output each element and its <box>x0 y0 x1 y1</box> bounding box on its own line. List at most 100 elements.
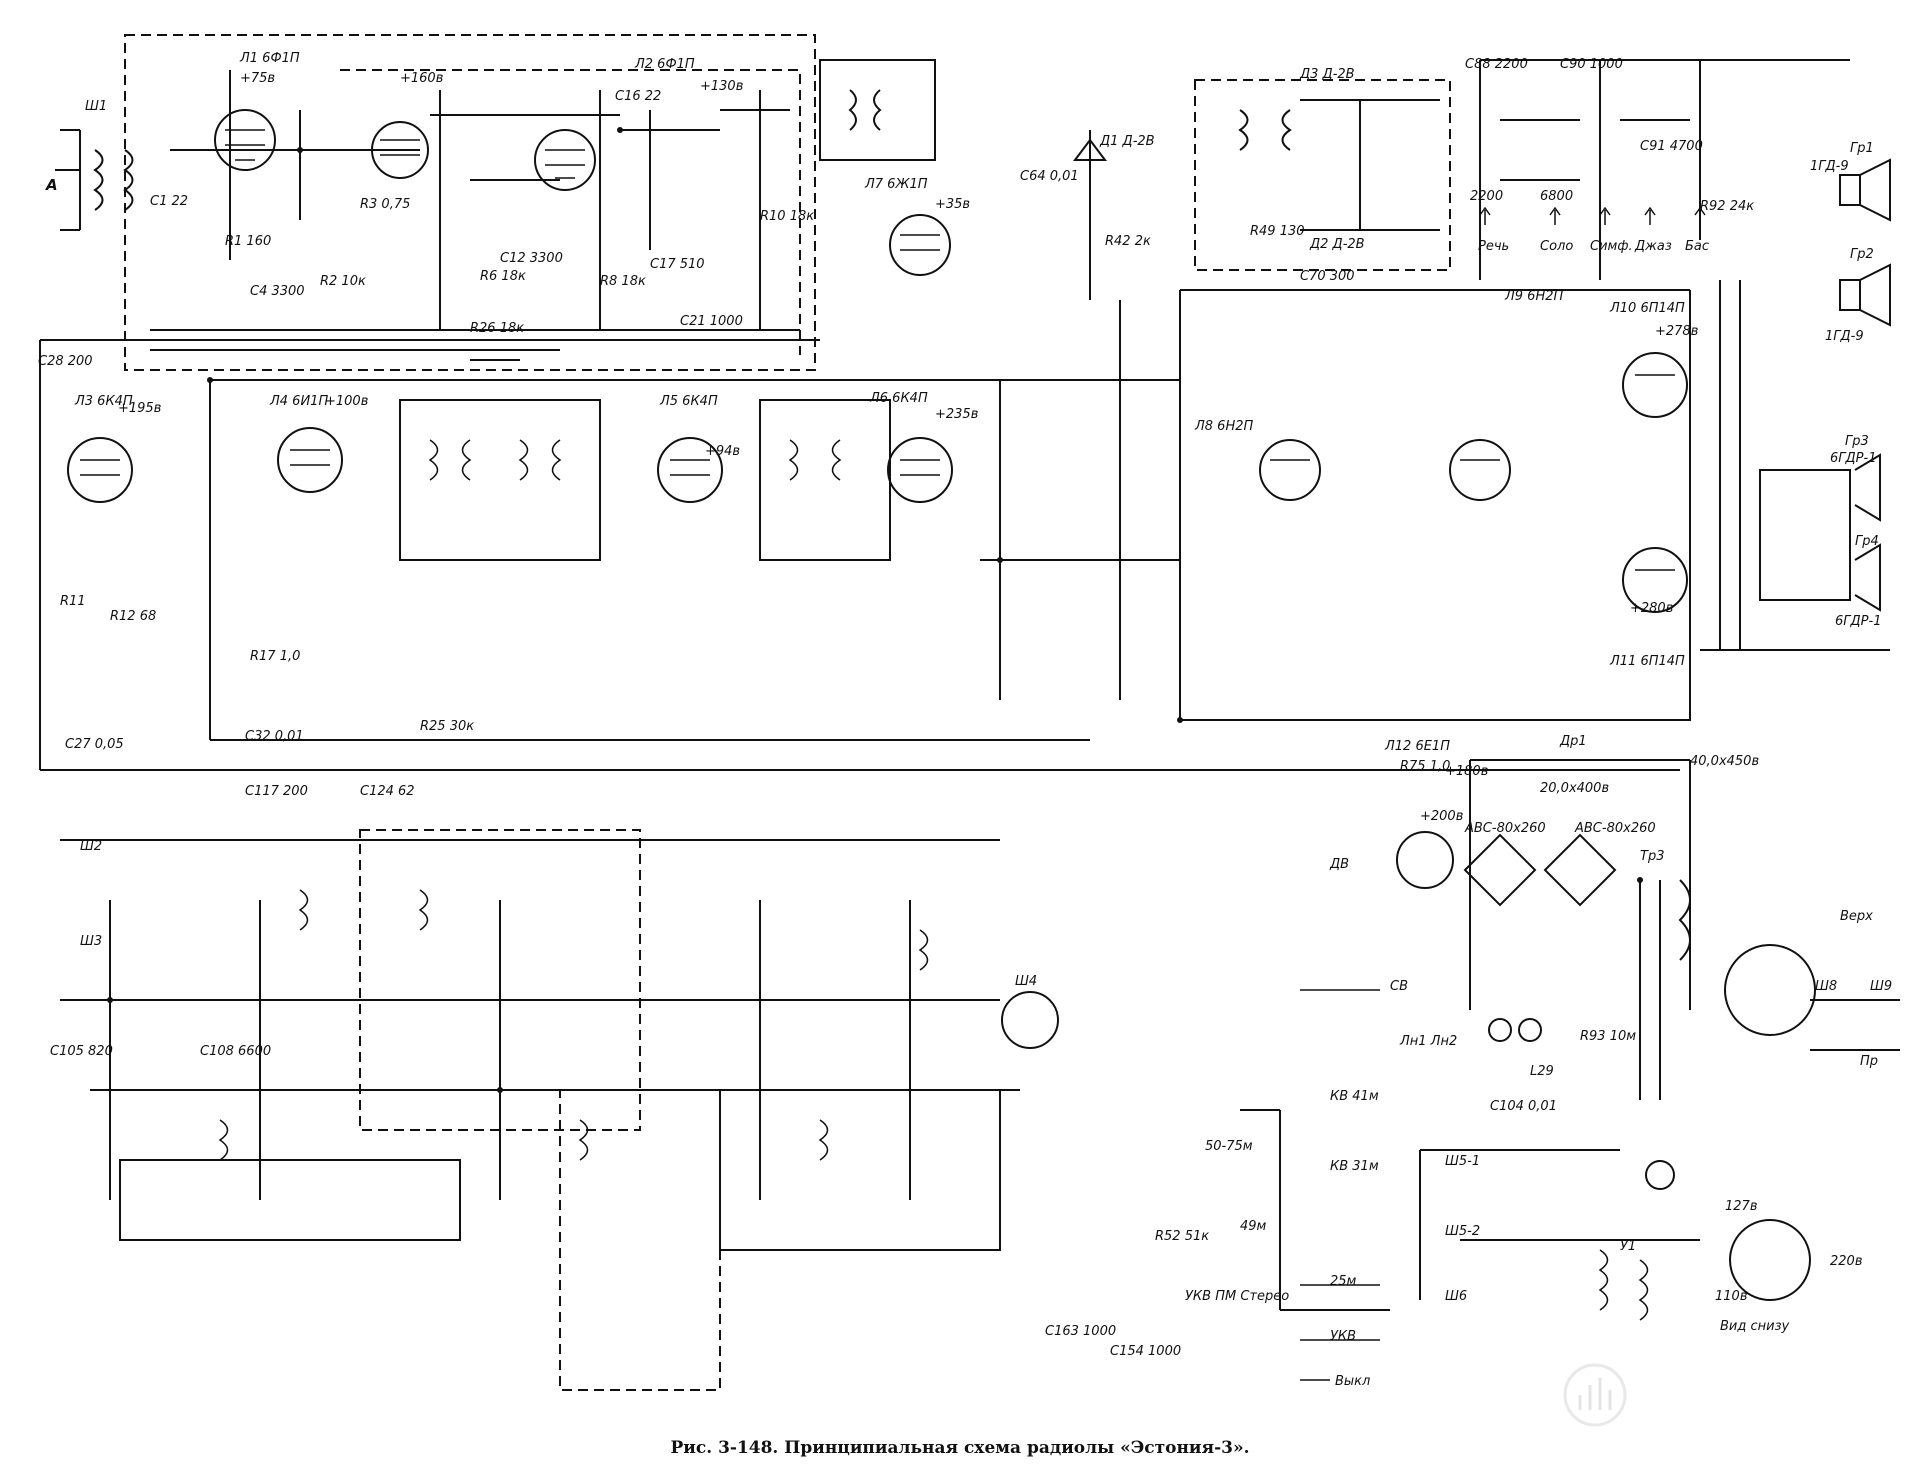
if-stage-wiring <box>39 300 1680 771</box>
tube-l1-label: Л1 6Ф1П <box>239 51 300 66</box>
tap220-label: 220в <box>1830 1254 1862 1269</box>
tube-l10-label: Л10 6П14П <box>1609 301 1685 316</box>
c4-label: С4 3300 <box>250 284 305 299</box>
tube-l11-label: Л11 6П14П <box>1609 654 1685 669</box>
band-ukv: УКВ <box>1330 1329 1356 1344</box>
phono-motor-block: Ш5-1 Ш5-2 Ш6 У1 <box>1419 1149 1700 1321</box>
junction-dots <box>107 127 1643 1093</box>
ratio-detector: Д3 Д-2В Д2 Д-2В R49 130 С70 300 <box>1194 67 1451 284</box>
r49-label: R49 130 <box>1250 224 1305 239</box>
tube-l4-label: Л4 6И1П <box>269 394 328 409</box>
c89-label: 6800 <box>1540 189 1573 204</box>
c90-label: С90 1000 <box>1560 57 1623 72</box>
speakers-gr1-gr2: Гр1 1ГД-9 Гр2 1ГД-9 <box>1810 141 1891 344</box>
antenna-label: А <box>45 176 58 194</box>
tap127-label: 127в <box>1725 1199 1757 1214</box>
c32-label: С32 0,01 <box>245 729 304 744</box>
c70-label: С70 300 <box>1300 269 1355 284</box>
r25-label: R25 30к <box>420 719 474 734</box>
tone-bass: Бас <box>1685 239 1709 254</box>
voltage-35: +35в <box>935 197 970 212</box>
tube-l3-label: Л3 6К4П <box>74 394 133 409</box>
gr2-type: 1ГД-9 <box>1825 329 1864 344</box>
band-switch-block: Ш4 Ш2 Ш3 С105 820 С108 6600 С163 1000 С1… <box>50 829 1209 1391</box>
r2-label: R2 10к <box>320 274 366 289</box>
voltage-280: +280в <box>1630 601 1673 616</box>
tone-jazz: Джаз <box>1634 239 1672 254</box>
c28-label: С28 200 <box>38 354 93 369</box>
r8-label: R8 18к <box>600 274 646 289</box>
tube-l8-label: Л8 6Н2П <box>1194 419 1253 434</box>
tone-speech: Речь <box>1478 239 1509 254</box>
tube-l1: Л1 6Ф1П +75в <box>214 51 300 171</box>
antenna-input: А Ш1 <box>45 99 134 231</box>
am-detector: Д1 Д-2В С64 0,01 R42 2к <box>1020 130 1155 300</box>
power-supply-block: Л12 6Е1П +180в +200в R75 1,0 АВС-80х260 … <box>1384 734 1873 1334</box>
watermark-icon <box>1563 1363 1627 1427</box>
band-kv41: КВ 41м <box>1330 1089 1379 1104</box>
band-49m: 49м <box>1240 1219 1267 1234</box>
r75-label: R75 1,0 <box>1400 759 1450 774</box>
c91-label: С91 4700 <box>1640 139 1703 154</box>
gr3-label: Гр3 <box>1845 434 1869 449</box>
tube-l2: Л2 6Ф1П +130в +160в <box>400 57 743 191</box>
r26-label: R26 18к <box>470 321 524 336</box>
voltage-75: +75в <box>240 71 275 86</box>
tube-l1b <box>371 121 429 179</box>
c100-label: 20,0х400в <box>1540 781 1609 796</box>
rf-frontend-block <box>124 34 816 371</box>
r93-label: R93 10м <box>1580 1029 1636 1044</box>
tube-l7-label: Л7 6Ж1П <box>864 177 928 192</box>
c12-label: С12 3300 <box>500 251 563 266</box>
gr3-type: 6ГДР-1 <box>1830 451 1876 466</box>
gr1-type: 1ГД-9 <box>1810 159 1849 174</box>
tube-l4: Л4 6И1П +100в <box>269 394 368 493</box>
d1-label: Д1 Д-2В <box>1099 134 1155 149</box>
voltage-94: +94в <box>705 444 740 459</box>
trans-label: Тр3 <box>1640 849 1664 864</box>
c27-label: С27 0,05 <box>65 737 124 752</box>
r6-label: R6 18к <box>480 269 526 284</box>
y1-label: У1 <box>1620 1239 1636 1254</box>
tone-control-block: С88 2200 С90 1000 2200 6800 С91 4700 R92… <box>1465 57 1850 280</box>
c124-label: С124 62 <box>360 784 415 799</box>
sh4-label: Ш4 <box>1015 974 1037 989</box>
d2-label: Д2 Д-2В <box>1309 237 1365 252</box>
band-legend: СВ ДВ КВ 41м КВ 31м 25м УКВ Выкл 50-75м … <box>1185 857 1408 1389</box>
c17-label: С17 510 <box>650 257 705 272</box>
c21-label: С21 1000 <box>680 314 743 329</box>
r10-label: R10 18к <box>760 209 814 224</box>
c163-label: С163 1000 <box>1045 1324 1116 1339</box>
c154-label: С154 1000 <box>1110 1344 1181 1359</box>
r17-label: R17 1,0 <box>250 649 300 664</box>
c104-label: С104 0,01 <box>1490 1099 1557 1114</box>
tube-l7: Л7 6Ж1П +35в <box>864 177 970 276</box>
lamps-label: Лн1 Лн2 <box>1399 1034 1457 1049</box>
output-stage-speakers: Гр3 6ГДР-1 Гр4 6ГДР-1 <box>1700 280 1890 651</box>
r92-label: R92 24к <box>1700 199 1754 214</box>
c117-label: С117 200 <box>245 784 308 799</box>
gr1-label: Гр1 <box>1850 141 1874 156</box>
sh6-label: Ш6 <box>1445 1289 1467 1304</box>
band-kv31: КВ 31м <box>1330 1159 1379 1174</box>
if-transformer-l10-l11 <box>819 59 936 161</box>
sh1-label: Ш1 <box>85 99 107 114</box>
r52-label: R52 51к <box>1155 1229 1209 1244</box>
sh3-label: Ш3 <box>80 934 102 949</box>
audio-amplifier-block: Л8 6Н2П Л9 6Н2П Л10 6П14П Л11 6П14П +278… <box>1179 289 1698 721</box>
band-range: 50-75м <box>1205 1139 1253 1154</box>
band-ukv-pm: УКВ ПМ Стерео <box>1185 1289 1289 1304</box>
rect1-label: АВС-80х260 <box>1464 821 1546 836</box>
tube-l2-label: Л2 6Ф1П <box>634 57 695 72</box>
rect2-label: АВС-80х260 <box>1574 821 1656 836</box>
voltage-160: +160в <box>400 71 443 86</box>
d3-label: Д3 Д-2В <box>1299 67 1355 82</box>
c108-label: С108 6600 <box>200 1044 271 1059</box>
c16-label: С16 22 <box>615 89 661 104</box>
pr-label: Пр <box>1860 1054 1878 1069</box>
r11-label: R11 <box>60 594 86 609</box>
tube-l12-label: Л12 6Е1П <box>1384 739 1450 754</box>
tube-l5: Л5 6К4П +94в <box>657 394 740 503</box>
gr2-label: Гр2 <box>1850 247 1874 262</box>
tube-l6: Л6 6К4П +235в <box>869 391 978 503</box>
